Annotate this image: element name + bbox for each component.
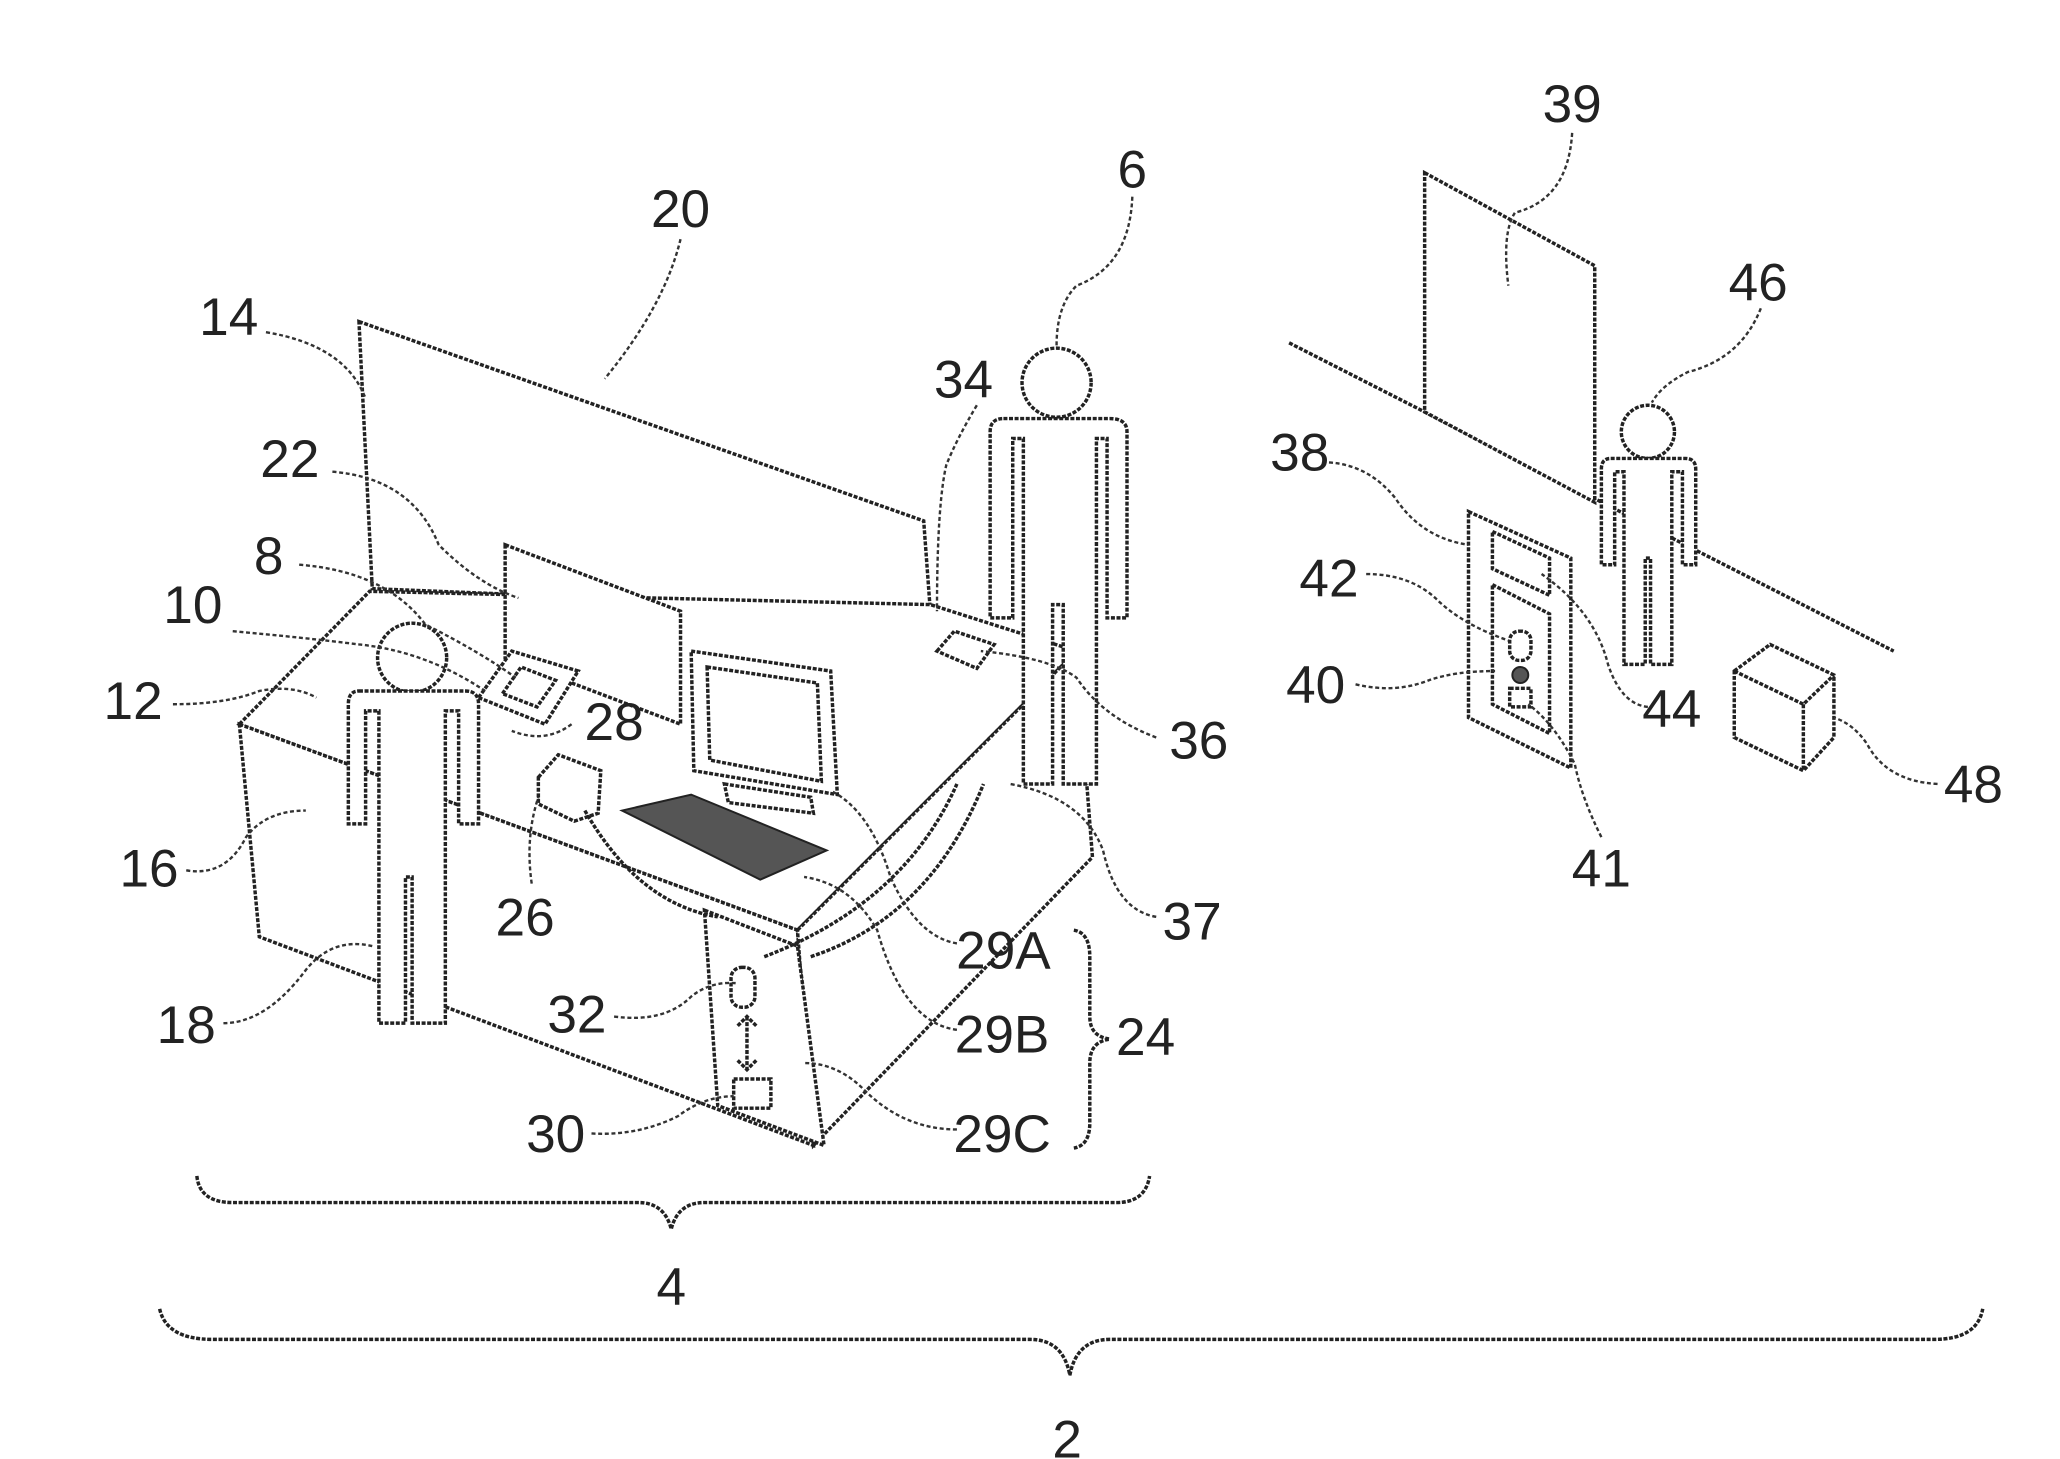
label-32: 32 — [547, 985, 606, 1044]
desk-top — [236, 589, 1080, 933]
label-29a: 29A — [956, 922, 1051, 981]
label-18: 18 — [157, 996, 216, 1055]
right-reader — [934, 629, 997, 671]
label-10: 10 — [163, 576, 222, 635]
tower-slot — [731, 1077, 773, 1110]
tower-drive — [729, 965, 757, 1009]
label-44: 44 — [1642, 680, 1701, 739]
label-28: 28 — [585, 693, 644, 752]
label-46: 46 — [1729, 253, 1788, 312]
person-6 — [988, 346, 1129, 786]
label-48: 48 — [1944, 756, 2003, 815]
label-20: 20 — [651, 180, 710, 239]
label-42: 42 — [1299, 550, 1358, 609]
keyboard — [619, 793, 830, 881]
floor-line — [1288, 341, 1895, 653]
label-4: 4 — [656, 1258, 686, 1317]
label-24: 24 — [1116, 1008, 1175, 1067]
label-39: 39 — [1543, 75, 1602, 134]
label-26: 26 — [496, 888, 555, 947]
person-18 — [346, 621, 481, 1025]
label-30: 30 — [526, 1105, 585, 1164]
back-panel — [357, 319, 933, 614]
box-48 — [1732, 642, 1836, 773]
label-37: 37 — [1163, 892, 1222, 951]
panel-39 — [1422, 169, 1597, 506]
display-panel — [503, 542, 683, 727]
brace-4 — [195, 1175, 1152, 1230]
terminal-drive-42 — [1507, 629, 1533, 663]
label-16: 16 — [119, 839, 178, 898]
brace-2 — [157, 1308, 1985, 1376]
person-46 — [1599, 403, 1698, 667]
label-29b: 29B — [955, 1005, 1050, 1064]
label-14: 14 — [199, 288, 258, 347]
terminal-screen-44 — [1490, 528, 1552, 599]
tower-arrow — [736, 1014, 758, 1073]
label-8: 8 — [254, 527, 284, 586]
label-41: 41 — [1572, 839, 1631, 898]
label-36: 36 — [1169, 712, 1228, 771]
leader-lines — [172, 132, 1938, 1135]
device-box — [536, 752, 603, 824]
monitor-base — [722, 781, 816, 816]
monitor-screen — [705, 665, 824, 784]
label-12: 12 — [104, 672, 163, 731]
terminal-slot-41 — [1507, 686, 1533, 709]
cable — [583, 783, 986, 959]
label-40: 40 — [1286, 656, 1345, 715]
terminal-button — [1511, 666, 1530, 684]
label-6: 6 — [1118, 140, 1148, 199]
label-2: 2 — [1052, 1411, 1082, 1459]
label-22: 22 — [260, 430, 319, 489]
label-38: 38 — [1270, 423, 1329, 482]
label-34: 34 — [934, 350, 993, 409]
bracket-24 — [1073, 928, 1111, 1150]
label-29c: 29C — [953, 1105, 1050, 1164]
